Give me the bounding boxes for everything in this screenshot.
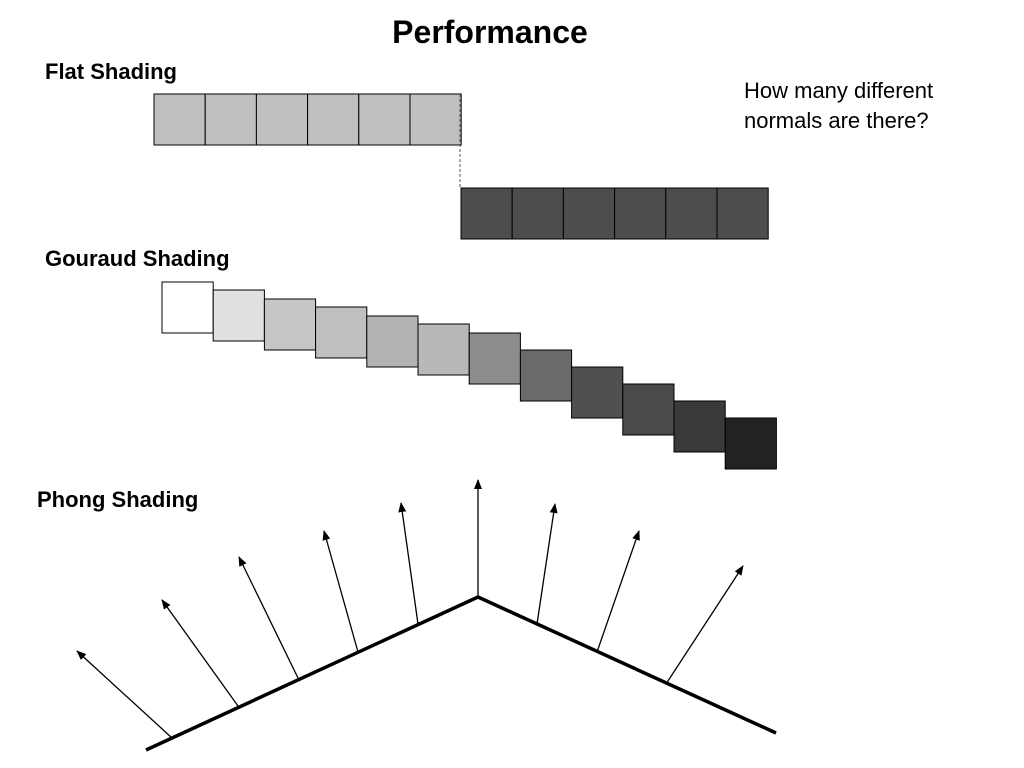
flat-light-square	[153, 93, 206, 146]
phong-surface-left	[145, 595, 479, 752]
question-line-1: How many different	[744, 78, 934, 103]
gouraud-square	[366, 315, 419, 368]
normal-arrow	[596, 530, 640, 653]
phong-shading-surface	[76, 479, 777, 752]
gouraud-square	[212, 289, 265, 342]
normal-arrow	[161, 599, 239, 707]
question-line-2: normals are there?	[744, 108, 929, 133]
phong-surface-right	[477, 595, 777, 735]
flat-shading-strips	[153, 93, 769, 240]
flat-light-square	[255, 93, 309, 146]
gouraud-square	[519, 349, 573, 402]
flat-light-square	[307, 93, 360, 146]
gouraud-shading-strips	[161, 281, 777, 470]
gouraud-square	[315, 306, 368, 359]
normal-arrow	[238, 556, 299, 679]
gouraud-square	[673, 400, 726, 453]
flat-dark-square	[460, 187, 513, 240]
gouraud-square	[417, 323, 470, 376]
flat-dark-square	[562, 187, 616, 240]
flat-light-square	[358, 93, 411, 146]
flat-light-square	[204, 93, 257, 146]
gouraud-square	[724, 417, 777, 470]
gouraud-square	[161, 281, 214, 334]
normal-arrow	[398, 502, 419, 625]
gouraud-square	[622, 383, 675, 436]
page-title: Performance	[392, 14, 588, 50]
flat-dark-square	[716, 187, 769, 240]
flat-dark-square	[665, 187, 718, 240]
gouraud-square	[263, 298, 317, 351]
phong-shading-label: Phong Shading	[37, 487, 199, 512]
flat-light-square	[409, 93, 462, 146]
normal-arrow	[322, 530, 359, 653]
normal-arrow	[536, 503, 558, 625]
normal-arrow	[76, 650, 173, 739]
gouraud-square	[468, 332, 521, 385]
flat-shading-label: Flat Shading	[45, 59, 177, 84]
normal-arrow	[665, 565, 744, 685]
gouraud-shading-label: Gouraud Shading	[45, 246, 230, 271]
flat-dark-square	[614, 187, 667, 240]
gouraud-square	[571, 366, 624, 419]
flat-dark-square	[511, 187, 564, 240]
question-text: How many different normals are there?	[744, 76, 1004, 136]
